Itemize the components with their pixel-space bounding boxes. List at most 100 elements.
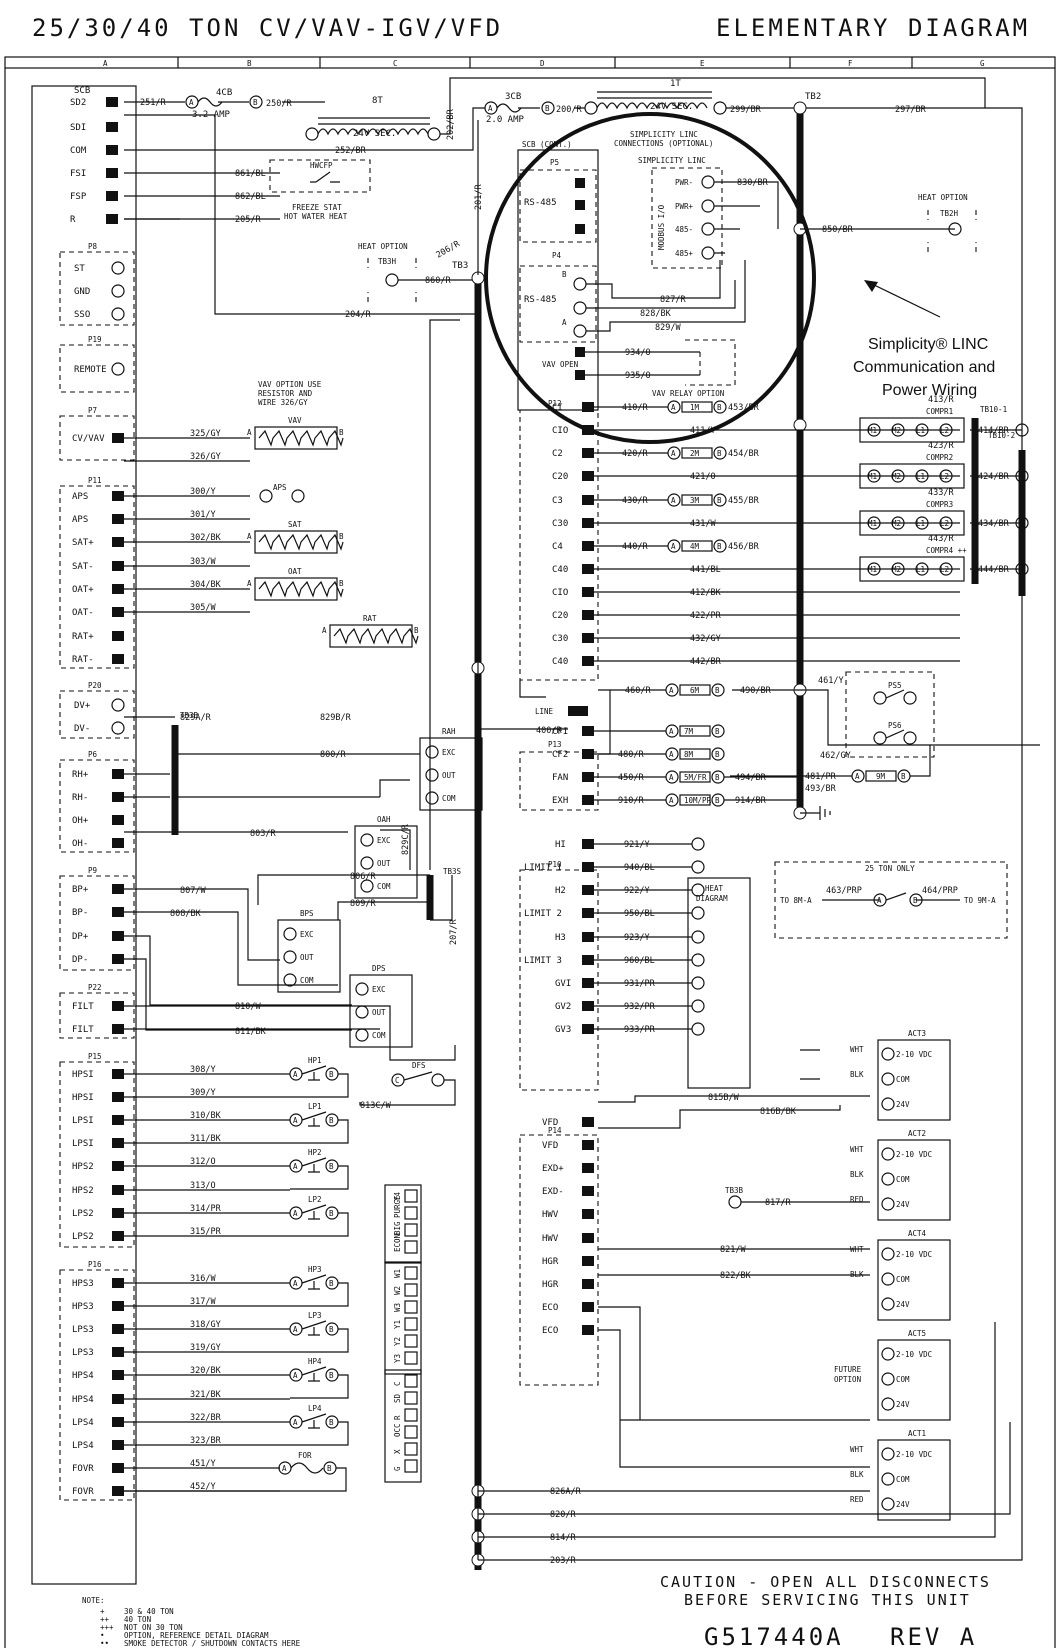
- ton25-only: 25 TON ONLY TO 8M-A A B 463/PRP 464/PRP …: [774, 861, 1008, 939]
- connector-pin-label: SAT-: [72, 562, 94, 572]
- p12-pin-label: CI: [552, 403, 563, 413]
- p4-label: P4: [552, 251, 562, 260]
- doc-revision: REV A: [890, 1623, 977, 1651]
- connector-pin-label: FILT: [72, 1025, 94, 1035]
- p12-pin-label: CIO: [552, 588, 568, 598]
- wire-299: 299/BR: [730, 105, 762, 115]
- heat-option-right: HEAT OPTION: [918, 193, 968, 202]
- actuator-terminal: [881, 1172, 895, 1186]
- wire-829: 829/W: [655, 323, 681, 333]
- actuator-box: [877, 1039, 951, 1121]
- connector-pin-label: LPSI: [72, 1116, 94, 1126]
- coil-out-label: 455/BR: [728, 496, 760, 506]
- cb3-label: 3CB: [505, 92, 521, 102]
- strip-screw: [404, 1240, 418, 1254]
- wire-493: 493/BR: [805, 784, 837, 794]
- switch-return: [290, 1421, 349, 1446]
- p10-pin: [582, 932, 594, 942]
- wire-label: 303/W: [190, 557, 216, 567]
- wire-816: 816B/BK: [760, 1107, 797, 1117]
- connector-name: P22: [88, 983, 102, 992]
- connector-pin-label: RAT+: [72, 632, 94, 642]
- p13-pin: [582, 749, 594, 759]
- note-text-3: NOT ON 30 TON: [124, 1623, 183, 1632]
- module-box: [349, 974, 413, 1048]
- vav-relay-option: VAV RELAY OPTION: [652, 389, 724, 398]
- actuator-pin-label: COM: [896, 1275, 910, 1284]
- heat-terminal: [691, 953, 705, 967]
- wire-808: 808/BK: [170, 909, 202, 919]
- to-8m: TO 8M-A: [780, 896, 812, 905]
- tb10: TB10-1 TB10-2: [971, 405, 1026, 596]
- connector-box: [59, 1269, 135, 1501]
- connector-pin-label: BP-: [72, 908, 88, 918]
- connector-pin: [112, 1347, 124, 1357]
- svg-text:A: A: [855, 772, 860, 781]
- p14-pin-label: ECO: [542, 1303, 558, 1313]
- actuator-name: ACT2: [908, 1129, 926, 1138]
- scb-board: SCB: [31, 85, 137, 1585]
- p12-pin: [582, 587, 594, 597]
- tb3b-left: TB3B: [180, 711, 199, 720]
- connector-groups: P8STGNDSSOP19REMOTEP7CV/VAVP11APSAPSSAT+…: [59, 242, 135, 1501]
- sensor-pin-a: A: [247, 579, 252, 588]
- scb-pin: [106, 214, 118, 224]
- p12-wire-label: 410/R: [622, 403, 648, 413]
- connector-box: [59, 992, 135, 1039]
- strip-label: Y1: [393, 1320, 402, 1329]
- connector-pin: [112, 1092, 124, 1102]
- p14-label: P14: [548, 1126, 562, 1135]
- actuator-name: ACT5: [908, 1329, 926, 1338]
- switch-symbol: [301, 1204, 327, 1220]
- module-terminal: [360, 833, 374, 847]
- coil-a: [667, 539, 681, 553]
- sensor-label: RAT: [363, 614, 377, 623]
- wire-829a: 829A/R: [180, 713, 212, 723]
- actuator-wire-color: WHT: [850, 1145, 864, 1154]
- svg-text:B: B: [327, 1464, 332, 1473]
- actuator-wire-color: WHT: [850, 1045, 864, 1054]
- sensor-pin-b: B: [339, 532, 344, 541]
- p12-wire-label: 422/PR: [690, 611, 722, 621]
- actuator-terminal: [881, 1147, 895, 1161]
- connector-pin: [112, 838, 124, 848]
- actuator-pin-label: 24V: [896, 1300, 910, 1309]
- switch-a: A: [293, 1279, 298, 1288]
- coil-b-label: B: [717, 542, 722, 551]
- vav-option-2: RESISTOR AND: [258, 389, 313, 398]
- p14-pin: [582, 1325, 594, 1335]
- wire-481: 481/PR: [805, 772, 837, 782]
- power-buses: TB3 201/R 206/R: [435, 101, 831, 1570]
- actuator-terminal: [881, 1272, 895, 1286]
- p10-pin: [582, 978, 594, 988]
- strip-screw: [404, 1300, 418, 1314]
- ton25-label: 25 TON ONLY: [865, 864, 915, 873]
- module-name: OAH: [377, 815, 391, 824]
- sensor-box: [254, 577, 338, 601]
- scb-pin: [106, 122, 118, 132]
- strip-label: ECON: [393, 1234, 402, 1252]
- switch-label: LP3: [308, 1311, 322, 1320]
- p14-pin: [582, 1279, 594, 1289]
- strip-screw: [404, 1408, 418, 1422]
- wire-490: 490/BR: [740, 686, 772, 696]
- note-text-2: 40 TON: [124, 1615, 151, 1624]
- switch-symbol: [301, 1065, 327, 1081]
- sensor-modules: RAHEXCOUTCOMOAHEXCOUTCOMBPSEXCOUTCOMDPSE…: [277, 727, 483, 1048]
- actuator-terminal: [881, 1072, 895, 1086]
- tb10-1: TB10-1: [980, 405, 1007, 414]
- wire-462: 462/GY: [820, 751, 851, 761]
- actuator-terminal: [881, 1447, 895, 1461]
- p10-pin-label: LIMIT 1: [524, 863, 562, 873]
- coil-box: [679, 771, 711, 783]
- wire-460: 460/R: [625, 686, 651, 696]
- freeze-stat-1: FREEZE STAT: [292, 203, 342, 212]
- connector-name: P15: [88, 1052, 102, 1061]
- actuator-name: ACT4: [908, 1229, 927, 1238]
- p14-pin: [582, 1256, 594, 1266]
- actuator-terminal: [881, 1047, 895, 1061]
- connector-pin-label: RH-: [72, 793, 88, 803]
- strip-label: W1: [393, 1269, 402, 1278]
